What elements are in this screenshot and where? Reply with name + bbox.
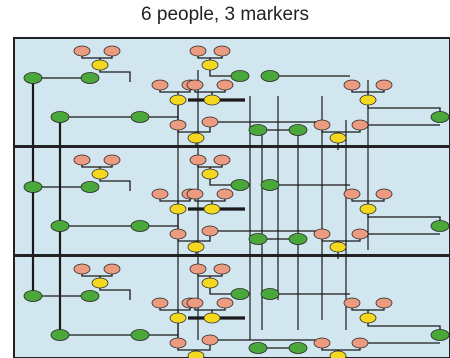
- person-node: [169, 228, 187, 240]
- variable-node: [288, 342, 308, 354]
- marker-node: [201, 277, 219, 289]
- variable-node: [430, 111, 450, 123]
- variable-node: [23, 72, 43, 84]
- marker-node: [201, 168, 219, 180]
- person-node: [351, 119, 369, 131]
- person-node: [313, 337, 331, 349]
- person-node: [343, 297, 361, 309]
- variable-node: [260, 288, 280, 300]
- variable-node: [430, 220, 450, 232]
- variable-node: [23, 181, 43, 193]
- person-node: [151, 79, 169, 91]
- person-node: [189, 45, 207, 57]
- person-node: [213, 45, 231, 57]
- person-node: [343, 79, 361, 91]
- marker-node: [187, 132, 205, 144]
- person-node: [103, 45, 121, 57]
- person-node: [73, 154, 91, 166]
- person-node: [169, 119, 187, 131]
- person-node: [201, 225, 219, 237]
- variable-node: [288, 124, 308, 136]
- variable-node: [248, 233, 268, 245]
- marker-node: [329, 132, 347, 144]
- person-node: [169, 337, 187, 349]
- band-border: [13, 255, 450, 358]
- variable-node: [80, 290, 100, 302]
- variable-node: [260, 70, 280, 82]
- person-node: [343, 188, 361, 200]
- variable-node: [230, 70, 250, 82]
- variable-node: [130, 220, 150, 232]
- person-node: [216, 188, 234, 200]
- person-node: [313, 119, 331, 131]
- person-node: [186, 188, 204, 200]
- person-node: [375, 188, 393, 200]
- person-node: [73, 45, 91, 57]
- marker-node: [359, 203, 377, 215]
- marker-node: [359, 94, 377, 106]
- person-node: [213, 263, 231, 275]
- variable-node: [23, 290, 43, 302]
- variable-node: [50, 111, 70, 123]
- variable-node: [130, 329, 150, 341]
- person-node: [103, 154, 121, 166]
- marker-node: [329, 241, 347, 253]
- variable-node: [248, 124, 268, 136]
- person-node: [375, 297, 393, 309]
- person-node: [201, 116, 219, 128]
- person-node: [151, 188, 169, 200]
- marker-node: [359, 312, 377, 324]
- person-node: [186, 79, 204, 91]
- marker-node: [91, 59, 109, 71]
- person-node: [375, 79, 393, 91]
- marker-node: [203, 94, 221, 106]
- variable-node: [80, 72, 100, 84]
- person-node: [351, 337, 369, 349]
- variable-node: [130, 111, 150, 123]
- marker-node: [203, 312, 221, 324]
- person-node: [189, 263, 207, 275]
- person-node: [213, 154, 231, 166]
- diagram-title: 6 people, 3 markers: [141, 4, 309, 25]
- variable-node: [230, 288, 250, 300]
- marker-node: [187, 350, 205, 358]
- marker-node: [169, 94, 187, 106]
- marker-node: [187, 241, 205, 253]
- person-node: [189, 154, 207, 166]
- person-node: [103, 263, 121, 275]
- person-node: [186, 297, 204, 309]
- person-node: [201, 334, 219, 346]
- variable-node: [50, 329, 70, 341]
- variable-node: [260, 179, 280, 191]
- marker-node: [169, 203, 187, 215]
- marker-node: [91, 277, 109, 289]
- person-node: [73, 263, 91, 275]
- marker-node: [203, 203, 221, 215]
- marker-node: [201, 59, 219, 71]
- marker-node: [329, 350, 347, 358]
- variable-node: [230, 179, 250, 191]
- person-node: [313, 228, 331, 240]
- variable-node: [430, 329, 450, 341]
- person-node: [151, 297, 169, 309]
- variable-node: [50, 220, 70, 232]
- variable-node: [80, 181, 100, 193]
- variable-node: [288, 233, 308, 245]
- marker-node: [169, 312, 187, 324]
- person-node: [351, 228, 369, 240]
- person-node: [216, 297, 234, 309]
- marker-node: [91, 168, 109, 180]
- variable-node: [248, 342, 268, 354]
- person-node: [216, 79, 234, 91]
